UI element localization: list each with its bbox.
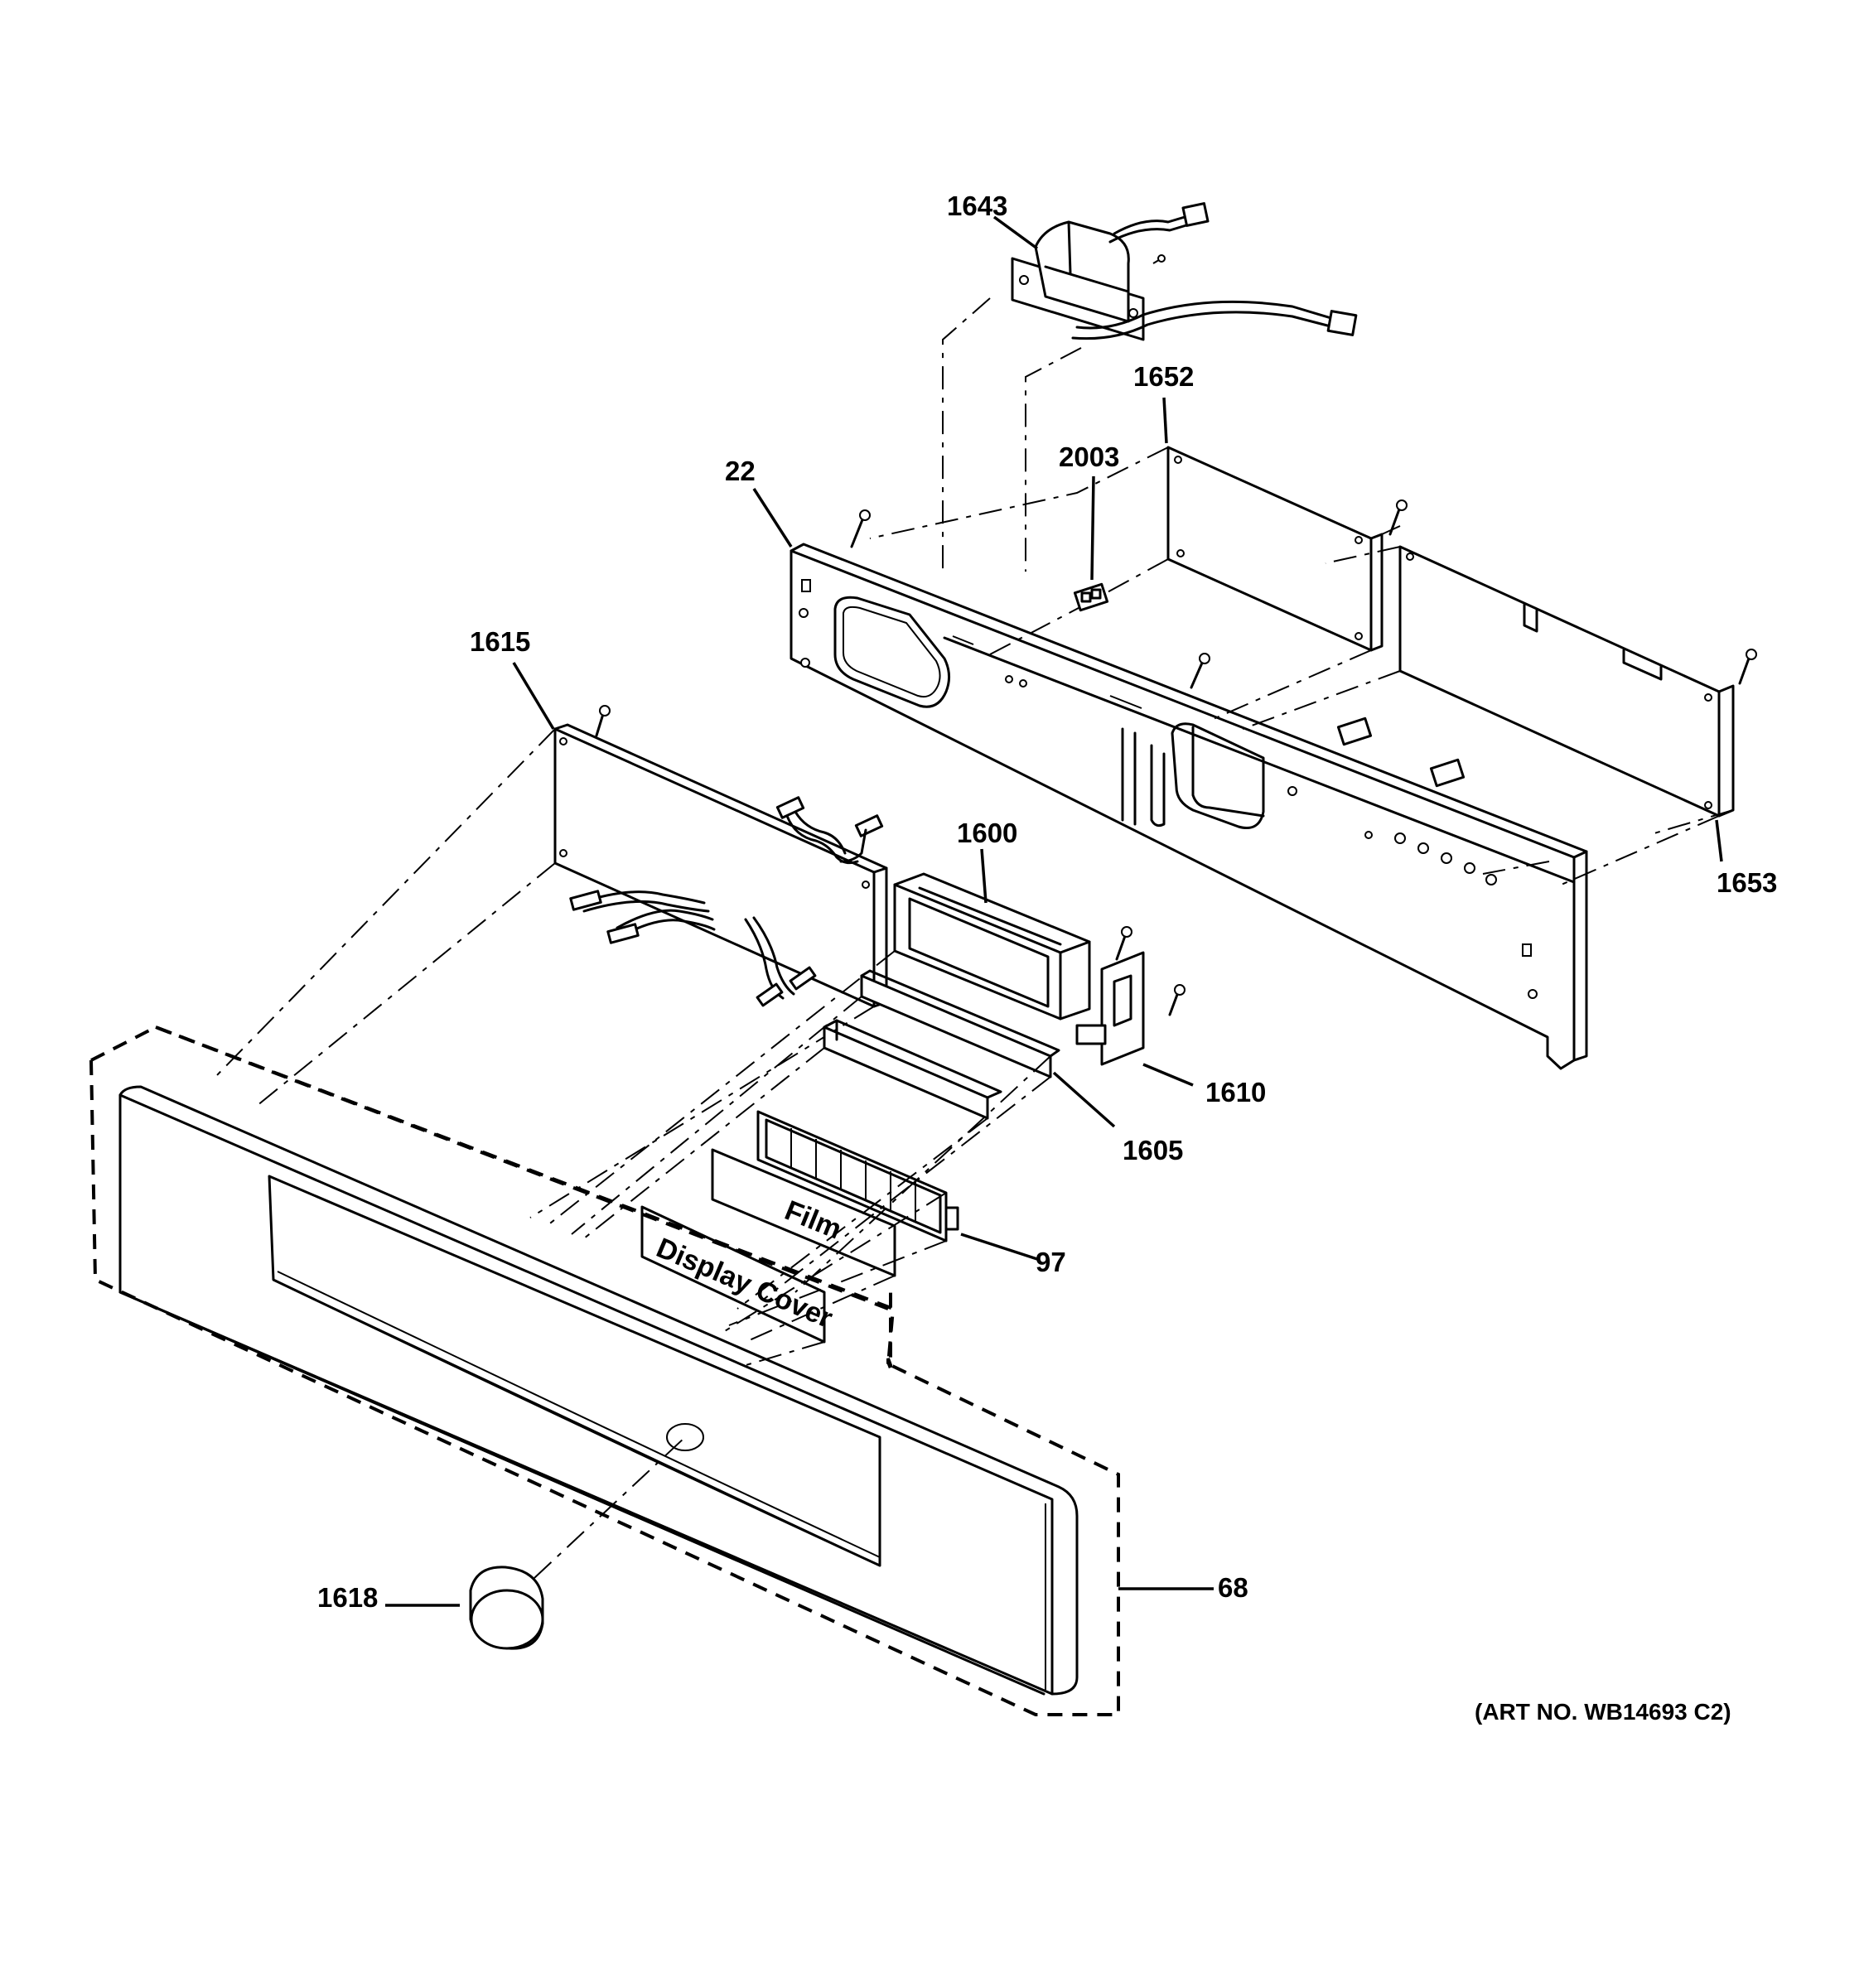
keypad-1605 [823,969,1060,1120]
callout-1600: 1600 [957,818,1017,848]
callout-68: 68 [1218,1572,1248,1603]
callout-1618: 1618 [317,1582,378,1613]
callout-1610: 1610 [1205,1077,1266,1107]
callout-1653: 1653 [1717,867,1777,898]
callout-1652: 1652 [1133,361,1194,392]
callout-1605: 1605 [1123,1135,1183,1165]
connector-part [1336,717,1466,788]
transformer-part [1011,202,1358,341]
display-module-1600 [893,872,1091,1021]
control-bracket-part [790,543,1588,1070]
callout-1643: 1643 [947,191,1007,221]
callout-labels: 1643 1652 2003 22 1615 1600 1653 1610 16… [317,191,1777,1613]
switch-1610 [1075,926,1186,1066]
callout-97: 97 [1036,1247,1066,1277]
screw-parts [850,499,1757,689]
callout-22: 22 [725,456,756,486]
knob-1618 [469,1566,544,1650]
callout-leaders [385,215,1723,1607]
control-board-1615 [553,705,888,1008]
control-board-1652 [1166,446,1384,652]
callout-1615: 1615 [470,626,530,657]
wire-harness-part [569,796,884,1007]
art-number: (ART NO. WB14693 C2) [1475,1699,1731,1725]
control-panel-68 [118,1085,1079,1696]
callout-2003: 2003 [1059,442,1119,472]
connector-2003 [1073,582,1109,612]
